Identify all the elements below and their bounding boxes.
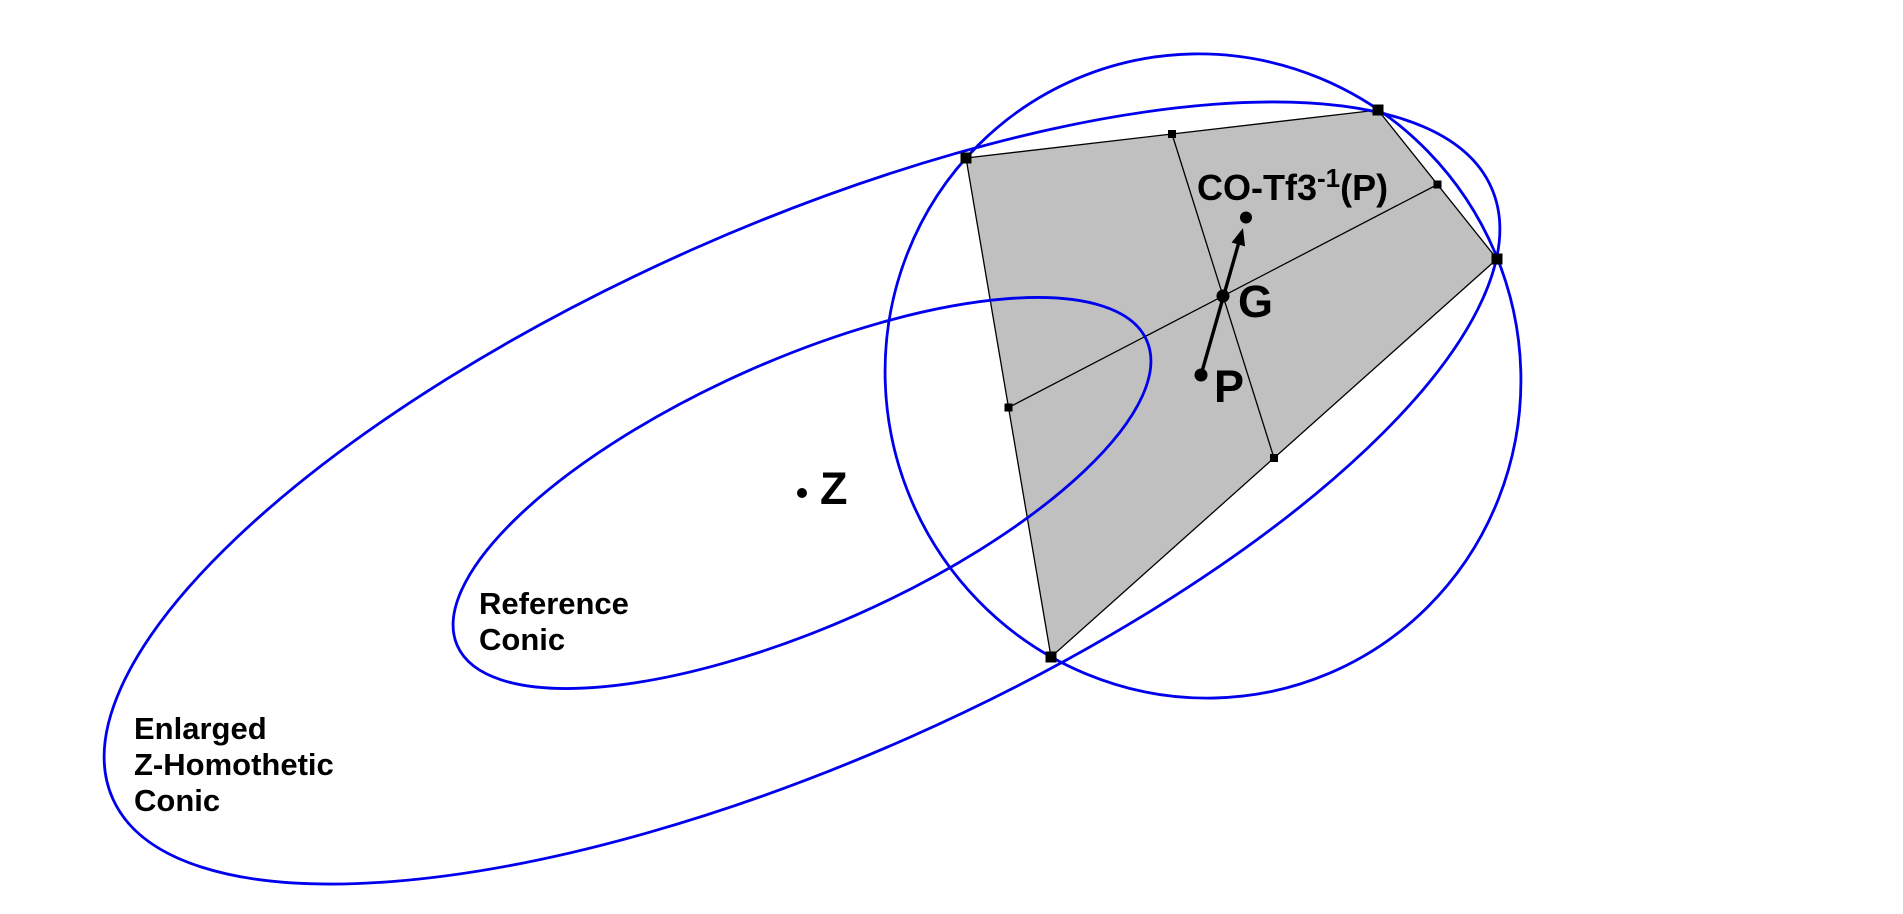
enlarged-z-homothetic-conic	[102, 100, 1502, 886]
vertex-marker-2	[1372, 104, 1384, 116]
point-g-label: G	[1238, 276, 1274, 327]
edge-midpoint-marker-4	[1004, 403, 1013, 412]
point-p-label: P	[1214, 361, 1245, 412]
point-G-dot	[1216, 289, 1230, 303]
point-P-dot	[1194, 368, 1208, 382]
reference-conic-label: Reference Conic	[479, 586, 629, 658]
transformation-arrow-shaft	[1199, 240, 1242, 376]
point-Z-dot	[797, 488, 807, 498]
reference-conic	[451, 296, 1153, 690]
enlarged-label-line1: Enlarged	[134, 711, 267, 746]
vertex-marker-3	[1491, 253, 1503, 265]
point-z-label: Z	[820, 463, 848, 514]
enlarged-z-homothetic-conic-label: Enlarged Z-Homothetic Conic	[134, 711, 334, 819]
edge-midpoint-marker-1	[1168, 130, 1176, 138]
co-label-main: CO-Tf3	[1197, 167, 1317, 208]
vertex-marker-4	[1045, 651, 1057, 663]
co-label-tail: (P)	[1340, 167, 1389, 208]
circumconic	[883, 52, 1523, 700]
edge-midpoint-marker-2	[1433, 180, 1442, 189]
transformation-arrow-head	[1231, 228, 1246, 247]
vertex-marker-1	[960, 152, 972, 164]
co-tf3-inverse-p-label: CO-Tf3-1(P)	[1197, 165, 1389, 208]
point-CO-image-dot	[1240, 211, 1252, 224]
enlarged-label-line2: Z-Homothetic	[134, 747, 334, 782]
enlarged-label-line3: Conic	[134, 783, 221, 818]
reference-label-line1: Reference	[479, 586, 629, 621]
reference-label-line2: Conic	[479, 622, 566, 657]
co-label-superscript: -1	[1317, 163, 1341, 193]
edge-midpoint-marker-3	[1270, 454, 1278, 462]
